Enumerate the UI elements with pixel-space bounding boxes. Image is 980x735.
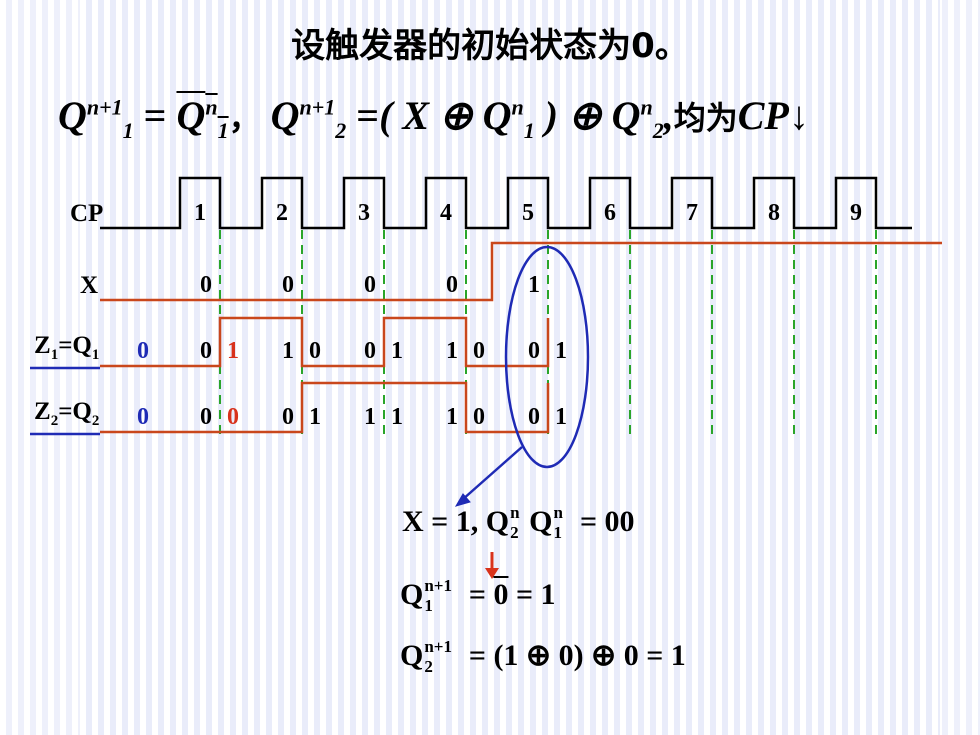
falling-edge-arrow-icon: ↓ [788,93,809,138]
q1-before-value: 0 [364,338,376,364]
q2-after-value: 1 [391,404,403,430]
cp-pulse-number: 2 [276,200,288,226]
state-equation: Qn+11 = Qn1， Qn+12 =( X ⊕ Qn1 ) ⊕ Qn2,均为… [58,93,809,143]
q1-before-value: 0 [528,338,540,364]
result-arrow-down-icon [485,568,499,579]
q1-before-value: 1 [282,338,294,364]
cp-pulse-number: 8 [768,200,780,226]
q2-before-value: 0 [200,404,212,430]
q1-after-value: 1 [227,338,239,364]
x-value: 0 [282,272,294,298]
q1-after-value: 0 [309,338,321,364]
cp-pulse-number: 7 [686,200,698,226]
q2-current-term: Qn2 [611,93,664,143]
q2-initial-value: 0 [137,404,149,430]
q2-before-value: 1 [364,404,376,430]
q1-after-value: 1 [555,338,567,364]
x-value: 0 [200,272,212,298]
page-title: 设触发器的初始状态为0。 [291,26,689,66]
q2-next-term: Qn+12 [270,93,347,143]
pointer-arrow-head-icon [454,493,471,507]
q2-before-value: 0 [282,404,294,430]
q2-after-value: 0 [227,404,239,430]
q2-before-value: 1 [446,404,458,430]
pointer-arrow-line [461,446,523,501]
x-value: 1 [528,272,540,298]
q1-after-value: 0 [473,338,485,364]
q1-current-term: Qn1 [482,93,535,143]
q1-after-value: 1 [391,338,403,364]
cp-waveform [100,176,912,230]
x-waveform [100,241,942,302]
cp-pulse-number: 9 [850,200,862,226]
x-value: 0 [364,272,376,298]
q2-after-value: 1 [309,404,321,430]
x-label: X [80,272,99,299]
cp-pulse-number: 3 [358,200,370,226]
q2-before-value: 0 [528,404,540,430]
q1-inverted-term: Qn1 [176,93,229,143]
q2-waveform [100,381,550,434]
q1-waveform [100,316,550,368]
z1-label: Z1=Q1 [34,332,100,363]
z2-label: Z2=Q2 [34,398,100,429]
highlight-ellipse [504,245,590,469]
cp-pulse-number: 4 [440,200,452,226]
cp-pulse-number: 5 [522,200,534,226]
q1-initial-value: 0 [137,338,149,364]
x-value: 0 [446,272,458,298]
q2-after-value: 1 [555,404,567,430]
cp-pulse-number: 1 [194,200,206,226]
cp-label: CP [70,200,104,227]
cp-pulse-number: 6 [604,200,616,226]
q1-before-value: 0 [200,338,212,364]
q1-before-value: 1 [446,338,458,364]
q1-next-term: Qn+11 [58,93,134,143]
q2-after-value: 0 [473,404,485,430]
background-panel [80,0,940,735]
